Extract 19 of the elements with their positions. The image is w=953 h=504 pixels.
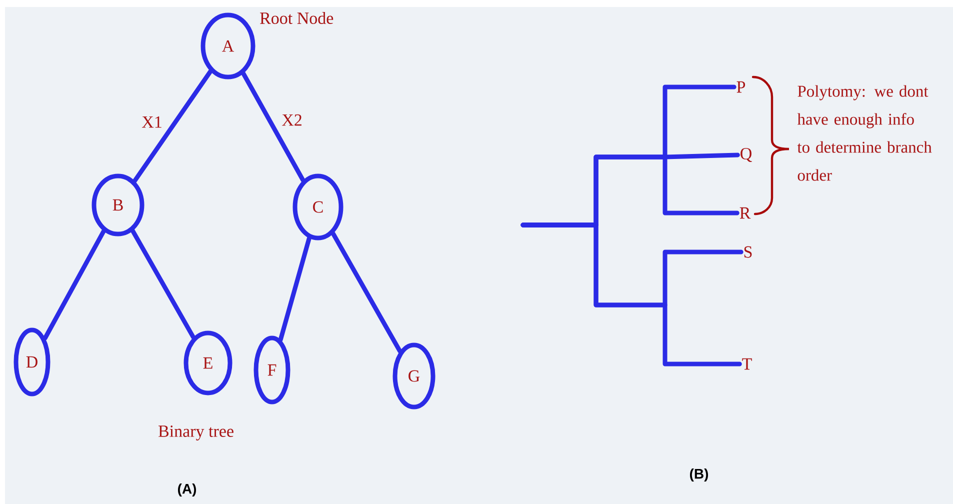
node-caption: Root Node	[260, 12, 334, 24]
branch-line	[241, 71, 306, 182]
leaf-label: R	[740, 207, 751, 219]
leaf-label: T	[742, 358, 752, 370]
panel-label: (B)	[690, 468, 708, 482]
polytomy-note: Polytomy: we dont have enough info to determine branch order	[797, 85, 932, 181]
leaf-label: P	[736, 81, 746, 93]
branch-line	[42, 228, 106, 340]
branch-line	[520, 222, 742, 366]
edge-label: X1	[140, 115, 164, 129]
branch-line	[132, 69, 213, 184]
leaf-label: Q	[740, 148, 752, 162]
caption-text: Binary tree	[158, 426, 234, 440]
edge-label: X2	[280, 113, 304, 127]
branch-line	[330, 231, 402, 354]
leaf-label: S	[744, 246, 752, 258]
branch-line	[130, 228, 196, 340]
branch-line	[278, 236, 312, 342]
panel-label: (A)	[178, 483, 196, 497]
